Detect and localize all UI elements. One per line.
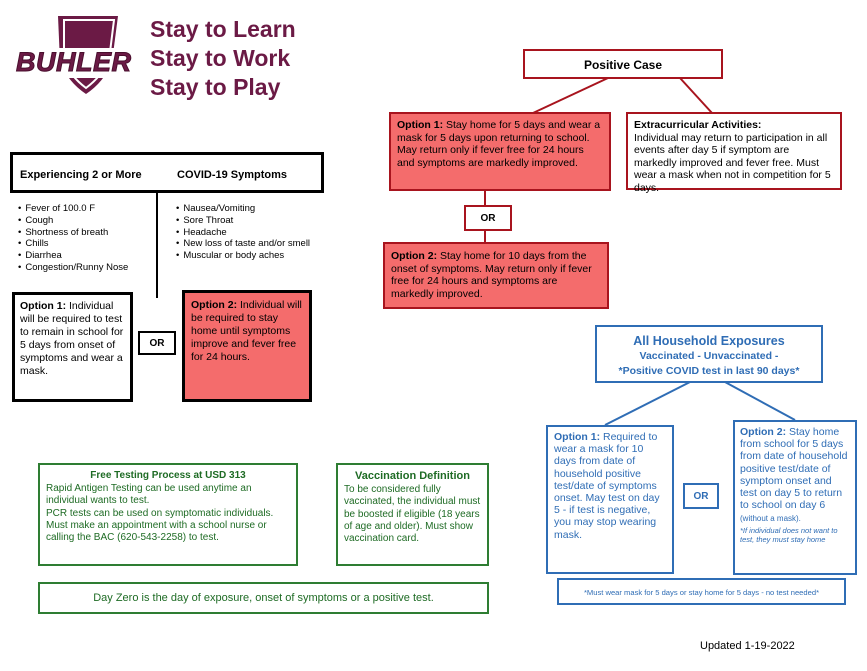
slogan-line-work: Stay to Work <box>150 45 291 71</box>
list-item: Nausea/Vomiting <box>176 203 336 215</box>
free-testing-box: Free Testing Process at USD 313 Rapid An… <box>38 463 298 566</box>
symptoms-header: Experiencing 2 or More COVID-19 Symptoms <box>10 152 324 193</box>
option-text: Individual will be required to test to r… <box>20 300 124 377</box>
list-item: Chills <box>18 238 158 250</box>
option-label: Option 2: <box>191 299 238 311</box>
or-label: OR <box>693 491 709 502</box>
positive-case-title: Positive Case <box>523 49 723 79</box>
footnote-text: *Must wear mask for 5 days or stay home … <box>583 588 820 597</box>
option-text: Required to wear a mask for 10 days from… <box>554 431 660 541</box>
household-title: All Household Exposures Vaccinated - Unv… <box>595 325 823 383</box>
list-item: Sore Throat <box>176 215 336 227</box>
vaccination-text: To be considered fully vaccinated, the i… <box>344 484 481 545</box>
list-item: Shortness of breath <box>18 227 158 239</box>
option-label: Extracurricular Activities: <box>634 119 762 131</box>
title-text: Positive Case <box>583 58 663 72</box>
logo-text: BUHLER <box>16 47 132 78</box>
list-item: Headache <box>176 227 336 239</box>
shield-icon <box>16 16 136 94</box>
symptoms-heading-right: COVID-19 Symptoms <box>177 169 288 181</box>
slogan-line-play: Stay to Play <box>150 74 281 100</box>
list-item: Cough <box>18 215 158 227</box>
option-text: Stay home for 5 days and wear a mask for… <box>397 119 601 169</box>
positive-case-or: OR <box>464 205 512 231</box>
positive-case-option2: Option 2: Stay home for 10 days from the… <box>383 242 609 309</box>
slogan-line-learn: Stay to Learn <box>150 16 296 42</box>
option-text: Stay home from school for 5 days from da… <box>740 426 848 512</box>
option-label: Option 2: <box>391 250 438 262</box>
symptom-list-right: Nausea/Vomiting Sore Throat Headache New… <box>176 203 336 262</box>
day-zero-text: Day Zero is the day of exposure, onset o… <box>93 592 434 604</box>
list-item: New loss of taste and/or smell <box>176 238 336 250</box>
vaccination-title: Vaccination Definition <box>355 470 470 482</box>
household-subtitle2: *Positive COVID test in last 90 days* <box>618 365 800 377</box>
household-option2: Option 2: Stay home from school for 5 da… <box>733 420 857 575</box>
day-zero-box: Day Zero is the day of exposure, onset o… <box>38 582 489 614</box>
household-subtitle: Vaccinated - Unvaccinated - <box>639 350 779 362</box>
symptoms-heading-left: Experiencing 2 or More <box>20 169 142 181</box>
option-small-text: (without a mask). <box>740 514 801 524</box>
or-label: OR <box>149 338 165 349</box>
buhler-logo: BUHLER <box>14 14 138 96</box>
free-testing-line: Must make an appointment with a school n… <box>46 519 267 544</box>
list-item: Muscular or body aches <box>176 250 336 262</box>
option-text: Stay home for 10 days from the onset of … <box>391 250 592 300</box>
household-footnote: *Must wear mask for 5 days or stay home … <box>557 578 846 605</box>
slogan: Stay to Learn Stay to Work Stay to Play <box>150 15 350 102</box>
option-text: Individual may return to participation i… <box>634 131 831 194</box>
household-or: OR <box>683 483 719 509</box>
option-note: *If individual does not want to test, th… <box>740 525 838 544</box>
option-label: Option 1: <box>20 300 67 312</box>
option-label: Option 1: <box>554 431 601 443</box>
symptoms-option1: Option 1: Individual will be required to… <box>12 292 133 402</box>
symptoms-option2: Option 2: Individual will be required to… <box>182 290 312 402</box>
list-item: Congestion/Runny Nose <box>18 262 158 274</box>
or-label: OR <box>480 213 496 224</box>
free-testing-title: Free Testing Process at USD 313 <box>90 470 246 481</box>
option-label: Option 1: <box>397 119 444 131</box>
list-item: Diarrhea <box>18 250 158 262</box>
option-text: Individual will be required to stay home… <box>191 299 302 363</box>
option-label: Option 2: <box>740 426 787 438</box>
vaccination-box: Vaccination Definition To be considered … <box>336 463 489 566</box>
positive-case-option1: Option 1: Stay home for 5 days and wear … <box>389 112 611 191</box>
positive-case-extracurricular: Extracurricular Activities: Individual m… <box>626 112 842 194</box>
free-testing-line: Rapid Antigen Testing can be used anytim… <box>46 483 252 507</box>
free-testing-line: PCR tests can be used on symptomatic ind… <box>46 507 274 519</box>
symptoms-or: OR <box>138 331 176 355</box>
household-option1: Option 1: Required to wear a mask for 10… <box>546 425 674 574</box>
updated-date: Updated 1-19-2022 <box>700 640 795 652</box>
list-item: Fever of 100.0 F <box>18 203 158 215</box>
household-title-text: All Household Exposures <box>633 334 785 348</box>
symptom-list-left: Fever of 100.0 F Cough Shortness of brea… <box>18 203 158 274</box>
